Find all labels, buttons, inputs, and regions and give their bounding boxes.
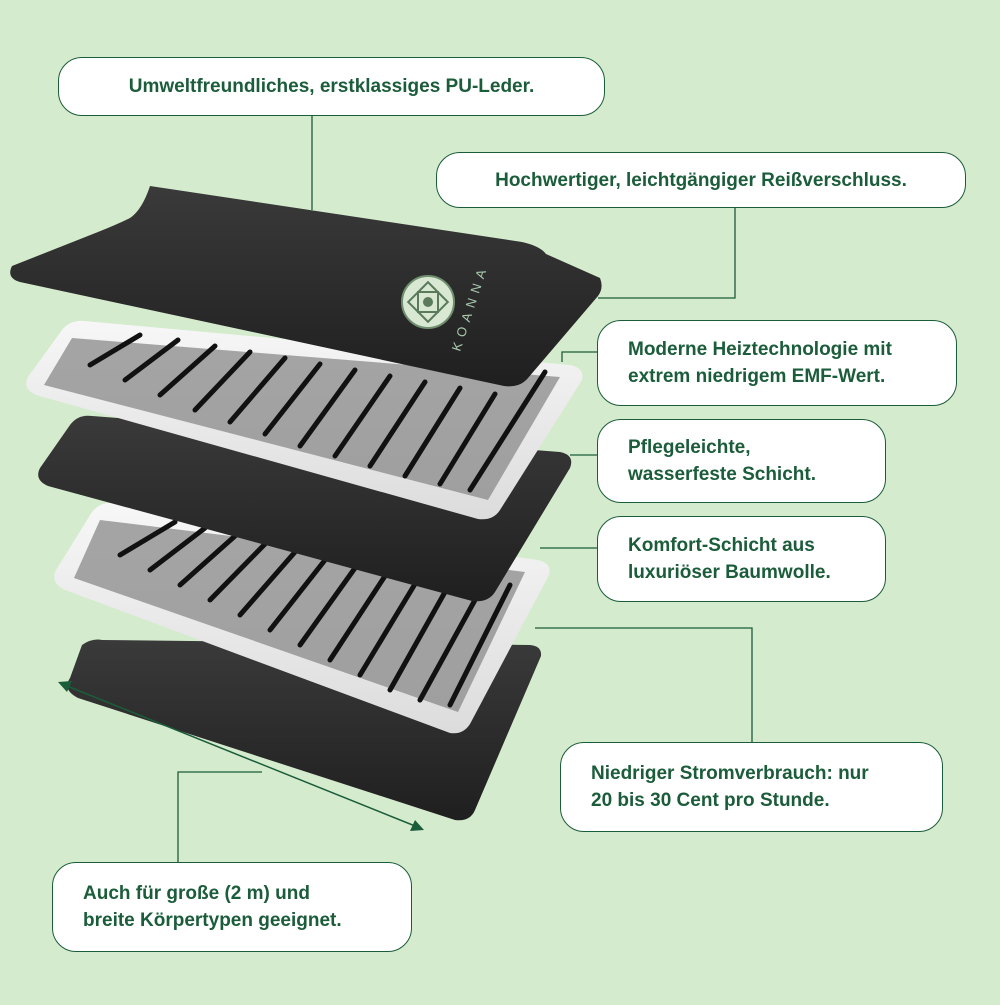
size-arrow (58, 681, 424, 831)
connector-power (535, 627, 753, 742)
callout-power-line-2: 20 bis 30 Cent pro Stunde. (591, 790, 830, 811)
callout-pu-leather-line-1: Umweltfreundliches, erstklassiges PU-Led… (128, 76, 535, 97)
callout-waterproof-line-1: Pflegeleichte, (628, 437, 751, 458)
callout-cotton: Komfort-Schicht aus luxuriöser Baumwolle… (597, 516, 886, 602)
callout-waterproof-line-2: wasserfeste Schicht. (628, 464, 816, 485)
callout-power-line-1: Niedriger Stromverbrauch: nur (591, 763, 869, 784)
brand-logo-seal (401, 275, 455, 329)
callout-size: Auch für große (2 m) und breite Körperty… (52, 862, 412, 952)
connector-lines (177, 112, 753, 862)
callout-heating: Moderne Heiztechnologie mit extrem niedr… (597, 320, 957, 406)
callout-heating-line-1: Moderne Heiztechnologie mit (628, 339, 892, 360)
callout-heating-line-2: extrem niedrigem EMF-Wert. (628, 366, 886, 387)
callout-cotton-line-2: luxuriöser Baumwolle. (628, 562, 831, 583)
callout-size-line-1: Auch für große (2 m) und (83, 883, 310, 904)
connector-zipper (598, 206, 736, 299)
coil-lower (117, 519, 513, 708)
callout-zipper: Hochwertiger, leichtgängiger Reißverschl… (436, 152, 966, 208)
callout-pu-leather: Umweltfreundliches, erstklassiges PU-Led… (58, 57, 605, 116)
callout-cotton-line-1: Komfort-Schicht aus (628, 535, 815, 556)
connector-size (177, 771, 262, 862)
coil-upper (87, 332, 548, 493)
connector-heating (561, 351, 597, 362)
callout-waterproof: Pflegeleichte, wasserfeste Schicht. (597, 419, 886, 503)
callout-size-line-2: breite Körpertypen geeignet. (83, 910, 342, 931)
layer-top-pu-leather: KOANNA (10, 186, 602, 387)
callout-zipper-line-1: Hochwertiger, leichtgängiger Reißverschl… (495, 169, 907, 191)
callout-power: Niedriger Stromverbrauch: nur 20 bis 30 … (560, 742, 943, 832)
